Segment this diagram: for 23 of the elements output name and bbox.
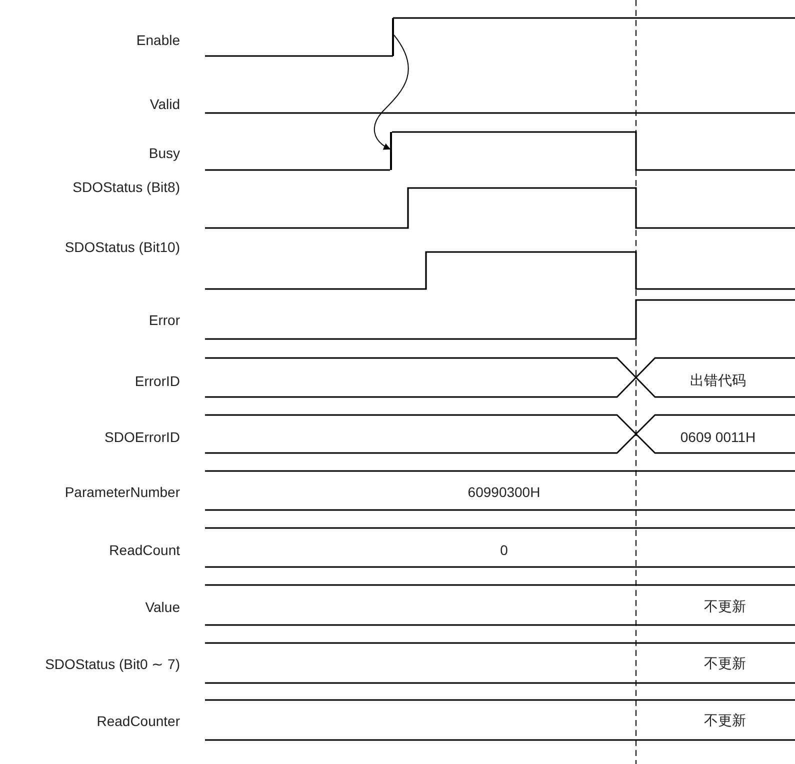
signal-name: SDOStatus (Bit10) bbox=[64, 239, 180, 255]
arrow bbox=[374, 34, 409, 150]
signal-name: Value bbox=[145, 599, 180, 615]
signal-name: Enable bbox=[136, 32, 180, 48]
bus-value: 不更新 bbox=[704, 598, 746, 616]
signal-name: ReadCounter bbox=[96, 713, 180, 729]
rising-edge bbox=[390, 132, 392, 170]
bus-value: 不更新 bbox=[704, 655, 746, 673]
signal-name: ErrorID bbox=[134, 373, 180, 389]
signal-name: SDOErrorID bbox=[104, 429, 180, 445]
signal-name: Valid bbox=[150, 96, 180, 112]
bus-value: 60990300H bbox=[468, 484, 540, 500]
signal-name: Busy bbox=[148, 145, 180, 161]
signal-name: ReadCount bbox=[109, 542, 180, 558]
signal-name: SDOStatus (Bit8) bbox=[72, 179, 180, 195]
rising-edge bbox=[392, 18, 394, 56]
bus-value: 不更新 bbox=[704, 712, 746, 730]
signal-name: ParameterNumber bbox=[64, 484, 180, 500]
bus-value: 0609 0011H bbox=[680, 429, 756, 445]
bus-value: 0 bbox=[500, 542, 508, 558]
bus-value: 出错代码 bbox=[690, 372, 746, 390]
signal-name: SDOStatus (Bit0 ∼ 7) bbox=[45, 656, 180, 672]
signal-name: Error bbox=[148, 312, 180, 328]
